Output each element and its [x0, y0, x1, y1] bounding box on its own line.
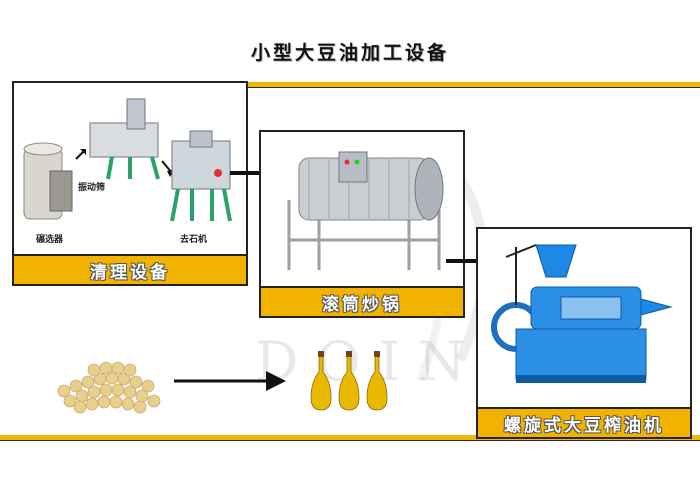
pressing-stage-label: 螺旋式大豆榨油机 [476, 407, 692, 439]
roaster-machine-image [287, 151, 444, 270]
top-rule-shadow [248, 87, 700, 88]
page-title: 小型大豆油加工设备 [250, 42, 449, 64]
bottom-rule-shadow [0, 440, 700, 441]
part-label-destoner: 去石机 [180, 235, 208, 245]
soybeans-image [57, 361, 161, 414]
oil-press-machine-image [491, 244, 673, 383]
cleaning-machines-image [23, 98, 232, 222]
top-rule [248, 82, 700, 87]
bottom-rule [0, 435, 700, 440]
part-label-vibrating-screen: 振动筛 [78, 183, 106, 193]
cleaning-stage-label: 清理设备 [12, 254, 248, 286]
roasting-stage-label: 滚筒炒锅 [259, 286, 465, 318]
oil-bottles-image [310, 351, 388, 411]
arrow-right-icon [174, 371, 286, 391]
part-label-separator: 碾选器 [36, 235, 64, 245]
